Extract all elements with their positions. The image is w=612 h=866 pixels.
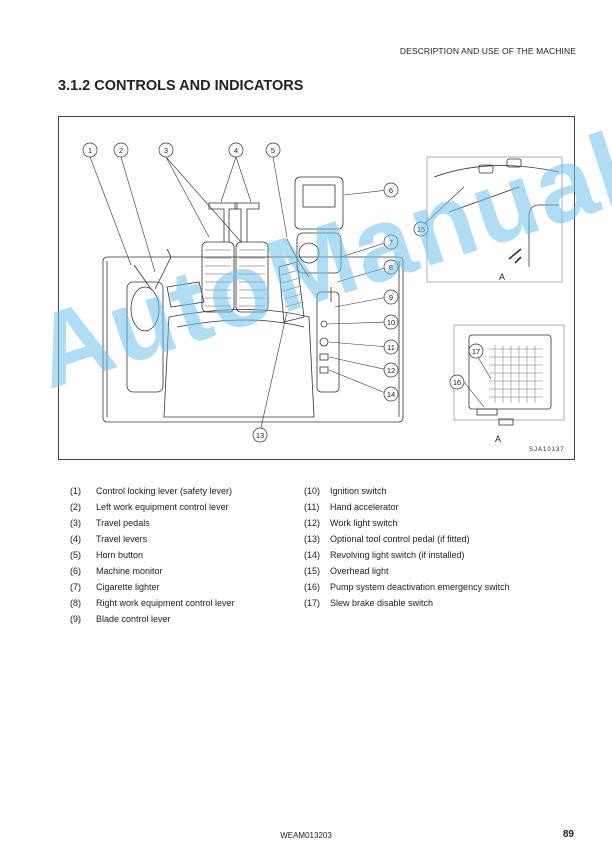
view-label-bottom: A (495, 434, 501, 444)
callout-label-9: 9 (389, 293, 393, 302)
monitor-dial (298, 242, 320, 264)
overhead-light-icon (478, 164, 494, 174)
callout-label-10: 10 (387, 318, 395, 327)
callout-5 (265, 142, 281, 158)
callout-label-15: 15 (417, 225, 425, 234)
controls-illustration: 1 2 3 4 5 6 7 8 9 10 11 12 13 14 15 16 1… (82, 142, 565, 453)
inset-overhead-view (426, 156, 563, 283)
figure-code: SJA10137 (529, 447, 565, 453)
left-lever-boot (130, 286, 160, 332)
callout-6 (383, 182, 399, 198)
monitor-screen (302, 184, 336, 208)
callout-label-12: 12 (387, 366, 395, 375)
callout-label-5: 5 (271, 146, 275, 155)
callout-12 (383, 362, 399, 378)
machine-monitor (294, 176, 344, 230)
legend-item: (4)Travel levers (70, 534, 148, 544)
callout-8 (383, 259, 399, 275)
callout-label-11: 11 (387, 343, 395, 352)
legend-item: (15)Overhead light (304, 566, 389, 576)
legend-item: (5)Horn button (70, 550, 144, 560)
optional-tool-pedal (278, 261, 305, 323)
switch-box-frame (468, 334, 552, 410)
callout-label-8: 8 (389, 263, 393, 272)
callout-label-6: 6 (389, 186, 393, 195)
callout-13 (252, 427, 268, 443)
callout-label-2: 2 (119, 146, 123, 155)
legend-item: (16)Pump system deactivation emergency s… (304, 582, 510, 592)
cab-floor (102, 256, 404, 423)
callout-label-16: 16 (453, 378, 461, 387)
controls-figure: 1 2 3 4 5 6 7 8 9 10 11 12 13 14 15 16 1… (58, 116, 575, 460)
right-switch-panel (316, 291, 340, 393)
legend-column-left: (1)Control locking lever (safety lever) … (70, 486, 235, 630)
callout-label-4: 4 (234, 146, 238, 155)
callout-label-14: 14 (387, 390, 395, 399)
view-arrow-icon (508, 248, 522, 264)
left-work-control-lever (154, 248, 172, 290)
travel-lever-right (234, 202, 260, 242)
callout-17 (468, 343, 484, 359)
callout-label-1: 1 (88, 146, 92, 155)
travel-pedal-right (235, 241, 269, 313)
callout-7 (383, 234, 399, 250)
inset-switch-box (453, 324, 565, 421)
callout-15 (413, 221, 429, 237)
legend-item: (7)Cigarette lighter (70, 582, 160, 592)
callout-1 (82, 142, 98, 158)
legend-item: (6)Machine monitor (70, 566, 163, 576)
callout-9 (383, 289, 399, 305)
legend-item: (11)Hand accelerator (304, 502, 399, 512)
legend-column-right: (10)Ignition switch (11)Hand accelerator… (304, 486, 510, 614)
control-locking-lever (133, 264, 152, 290)
running-header: DESCRIPTION AND USE OF THE MACHINE (399, 46, 576, 56)
legend-item: (3)Travel pedals (70, 518, 150, 528)
operator-seat (163, 309, 315, 418)
right-console-front (296, 232, 342, 274)
section-heading: 3.1.2 CONTROLS AND INDICATORS (58, 78, 304, 94)
page-number: 89 (562, 829, 574, 840)
legend-item: (12)Work light switch (304, 518, 398, 528)
legend-item: (2)Left work equipment control lever (70, 502, 229, 512)
callout-11 (383, 339, 399, 355)
right-work-control-lever (286, 238, 310, 278)
legend-item: (14)Revolving light switch (if installed… (304, 550, 465, 560)
callout-10 (383, 314, 399, 330)
legend-item: (1)Control locking lever (safety lever) (70, 486, 233, 496)
callout-4 (228, 142, 244, 158)
callout-label-7: 7 (389, 238, 393, 247)
travel-lever-left (208, 202, 238, 242)
callout-16 (449, 374, 465, 390)
travel-pedal-left (201, 241, 235, 313)
callout-14 (383, 386, 399, 402)
view-label-top: A (499, 272, 505, 282)
legend-item: (10)Ignition switch (304, 486, 387, 496)
callout-label-13: 13 (256, 431, 264, 440)
left-console (126, 281, 164, 393)
legend-item: (13)Optional tool control pedal (if fitt… (304, 534, 470, 544)
callout-label-3: 3 (164, 146, 168, 155)
seat-cushion (176, 319, 305, 328)
inset-cab-lines (433, 165, 560, 267)
document-code: WEAM013203 (280, 831, 332, 840)
auxiliary-pedal (166, 281, 205, 308)
cab-walls (106, 261, 400, 417)
legend-item: (9)Blade control lever (70, 614, 171, 624)
callout-label-17: 17 (472, 347, 480, 356)
legend-item: (17)Slew brake disable switch (304, 598, 434, 608)
callout-3 (158, 142, 174, 158)
callout-2 (113, 142, 129, 158)
legend-item: (8)Right work equipment control lever (70, 598, 235, 608)
